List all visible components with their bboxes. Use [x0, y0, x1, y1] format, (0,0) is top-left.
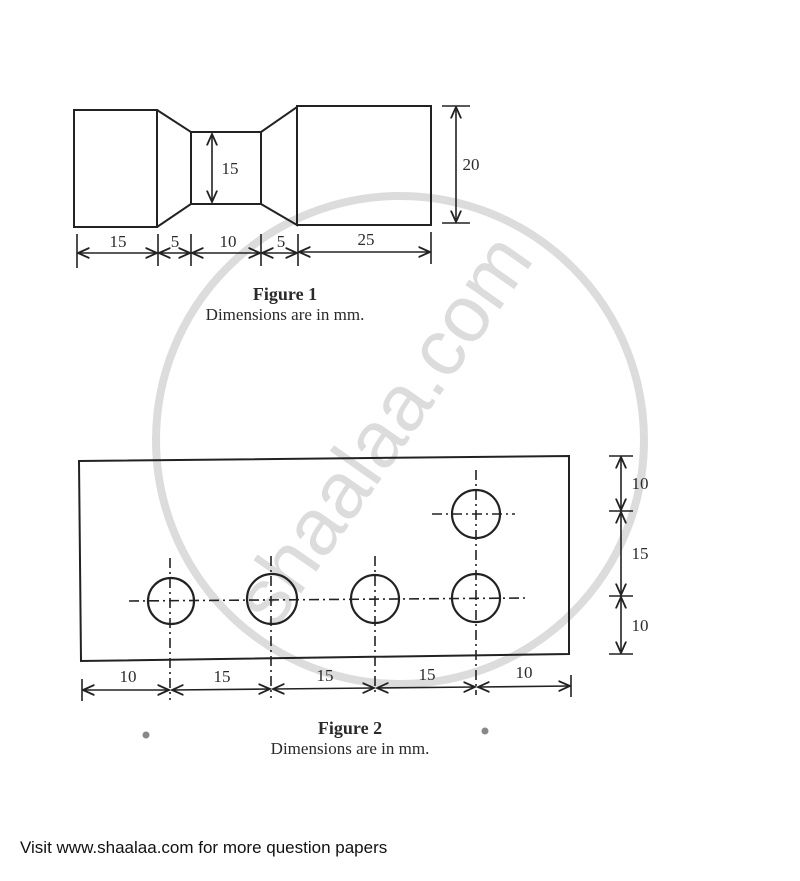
watermark: shaalaa.com [152, 192, 648, 688]
dim-label: 5 [171, 232, 180, 251]
hole [349, 573, 401, 625]
dim-label: 10 [120, 667, 137, 686]
figure-2-subtitle: Dimensions are in mm. [270, 739, 430, 758]
dim-label: 25 [358, 230, 375, 249]
figure-2-caption: Figure 2 Dimensions are in mm. [215, 717, 485, 759]
dim-label: 15 [632, 544, 649, 563]
dim-label: 20 [463, 155, 480, 174]
figure-1-caption: Figure 1 Dimensions are in mm. [150, 283, 420, 325]
dim-label: 15 [419, 665, 436, 684]
holes [146, 488, 502, 626]
figure-2-title: Figure 2 [317, 718, 383, 738]
dim-label: 15 [222, 159, 239, 178]
dim-label: 5 [277, 232, 286, 251]
figure-1-drawing [73, 105, 470, 268]
dim-label: 10 [220, 232, 237, 251]
dim-label: 10 [516, 663, 533, 682]
dim-label: 10 [632, 616, 649, 635]
hole [450, 572, 502, 624]
figure-2-drawing [77, 454, 633, 701]
footer-link-text[interactable]: Visit www.shaalaa.com for more question … [20, 838, 388, 857]
hole [146, 576, 196, 626]
dim-label: 15 [317, 666, 334, 685]
scan-speck [481, 727, 489, 735]
dim-label: 15 [214, 667, 231, 686]
dim-label: 10 [632, 474, 649, 493]
figure-2-labels: 10 15 15 15 10 10 15 10 [120, 474, 649, 686]
scan-speck [142, 731, 150, 739]
hole [245, 572, 299, 626]
figure-1-title: Figure 1 [252, 284, 318, 304]
dim-label: 15 [110, 232, 127, 251]
figure-1-labels: 15 5 10 5 25 15 20 [110, 155, 480, 251]
hole [450, 488, 502, 540]
figure-1-subtitle: Dimensions are in mm. [205, 305, 365, 324]
